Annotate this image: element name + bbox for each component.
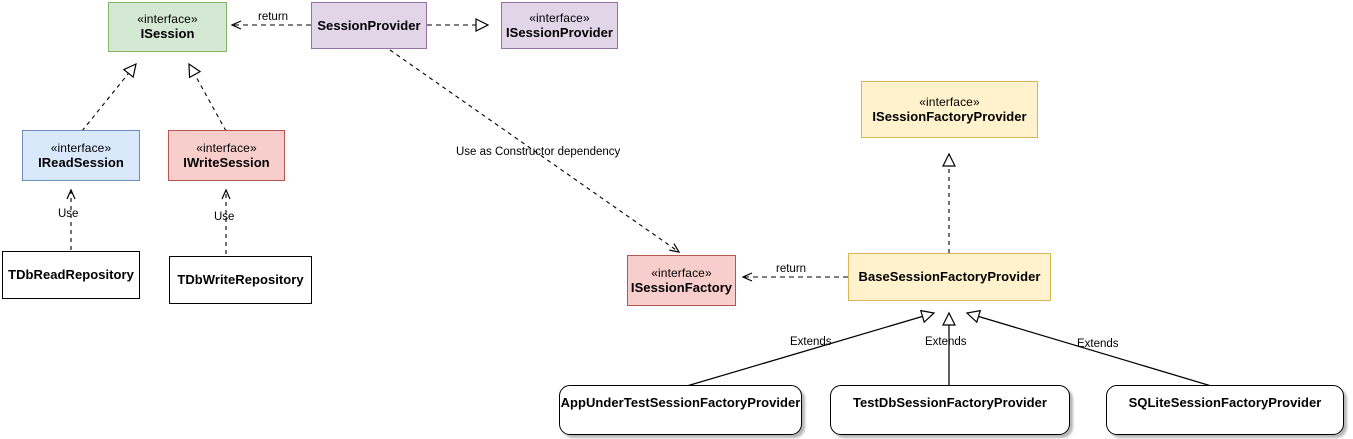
edge-extends-appundertest — [679, 309, 936, 389]
edge-label-return-session: return — [258, 11, 289, 23]
stereotype-label: «interface» — [529, 10, 590, 25]
stereotype-label: «interface» — [651, 265, 712, 280]
edge-label-extends-sqlite: Extends — [1077, 338, 1119, 350]
class-node-isession[interactable]: «interface» ISession — [108, 2, 227, 52]
class-node-sessionprovider[interactable]: SessionProvider — [311, 2, 427, 49]
class-name-label: ISessionProvider — [505, 24, 613, 40]
class-name-label: IWriteSession — [183, 154, 270, 170]
edge-label-use-write: Use — [214, 211, 235, 223]
class-node-isessionfactoryprovider[interactable]: «interface» ISessionFactoryProvider — [861, 81, 1038, 138]
stereotype-label: «interface» — [50, 140, 112, 155]
class-node-tdbreadrepository[interactable]: TDbReadRepository — [2, 251, 140, 299]
class-name-label: TDbReadRepository — [8, 267, 134, 283]
stereotype-label: «interface» — [196, 140, 257, 155]
edge-label-use-read: Use — [58, 208, 79, 220]
class-node-isessionfactory[interactable]: «interface» ISessionFactory — [627, 255, 736, 306]
edge-constructor-dependency — [389, 49, 681, 253]
stereotype-label: «interface» — [919, 94, 980, 109]
class-name-label: TestDbSessionFactoryProvider — [852, 395, 1048, 410]
class-node-tdbwriterepository[interactable]: TDbWriteRepository — [169, 256, 312, 304]
edge-label-constructor-dependency: Use as Constructor dependency — [456, 146, 621, 158]
class-node-sqlitesessionfactoryprovider[interactable]: SQLiteSessionFactoryProvider — [1106, 385, 1344, 435]
edge-label-extends-appundertest: Extends — [790, 336, 832, 348]
stereotype-label: «interface» — [137, 12, 198, 27]
class-node-ireadsession[interactable]: «interface» IReadSession — [22, 130, 140, 181]
class-name-label: IReadSession — [38, 154, 124, 170]
edge-iwritesession-realizes-isession — [188, 62, 227, 132]
class-name-label: ISession — [140, 26, 195, 42]
class-name-label: AppUnderTestSessionFactoryProvider — [560, 395, 801, 410]
class-name-label: SQLiteSessionFactoryProvider — [1128, 395, 1322, 410]
class-name-label: SessionProvider — [317, 17, 421, 33]
class-name-label: TDbWriteRepository — [177, 272, 304, 288]
edge-ireadsession-realizes-isession — [81, 62, 137, 132]
class-node-iwritesession[interactable]: «interface» IWriteSession — [168, 130, 285, 181]
edge-label-extends-testdb: Extends — [925, 336, 967, 348]
class-node-testdbsessionfactoryprovider[interactable]: TestDbSessionFactoryProvider — [830, 385, 1070, 435]
class-name-label: BaseSessionFactoryProvider — [858, 269, 1041, 285]
class-node-appundertestsessionfactoryprovider[interactable]: AppUnderTestSessionFactoryProvider — [559, 385, 802, 435]
class-name-label: ISessionFactoryProvider — [872, 108, 1027, 124]
edge-label-return-factory: return — [776, 263, 807, 275]
class-node-basesessionfactoryprovider[interactable]: BaseSessionFactoryProvider — [848, 253, 1051, 301]
class-name-label: ISessionFactory — [630, 279, 733, 295]
class-node-isessionprovider[interactable]: «interface» ISessionProvider — [501, 2, 618, 49]
edge-extends-sqlite — [965, 309, 1219, 389]
